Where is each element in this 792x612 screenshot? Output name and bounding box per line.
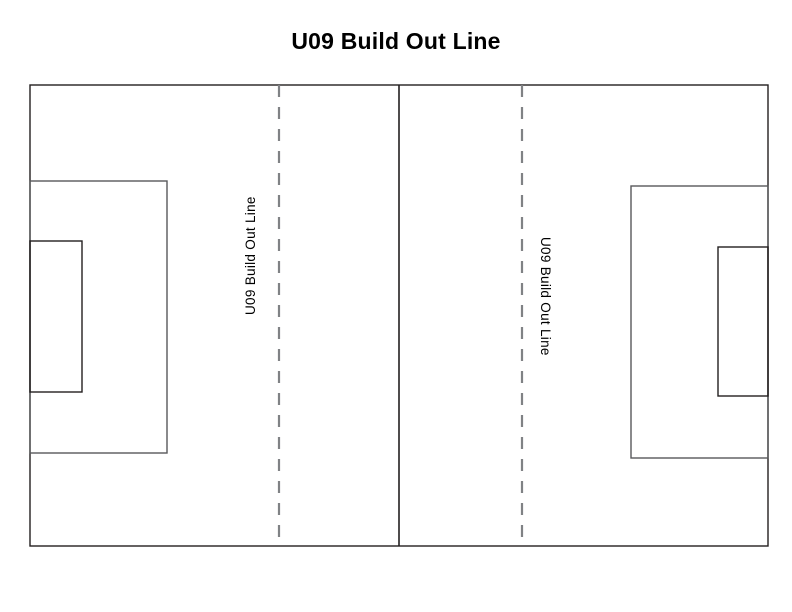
left-penalty-area [29,180,168,454]
build-out-line-label-right: U09 Build Out Line [538,237,553,356]
right-goal-area [717,246,769,397]
build-out-line-label-left: U09 Build Out Line [243,196,258,315]
right-penalty-area [630,185,769,459]
left-goal-area [29,240,83,393]
page-title: U09 Build Out Line [291,28,501,54]
